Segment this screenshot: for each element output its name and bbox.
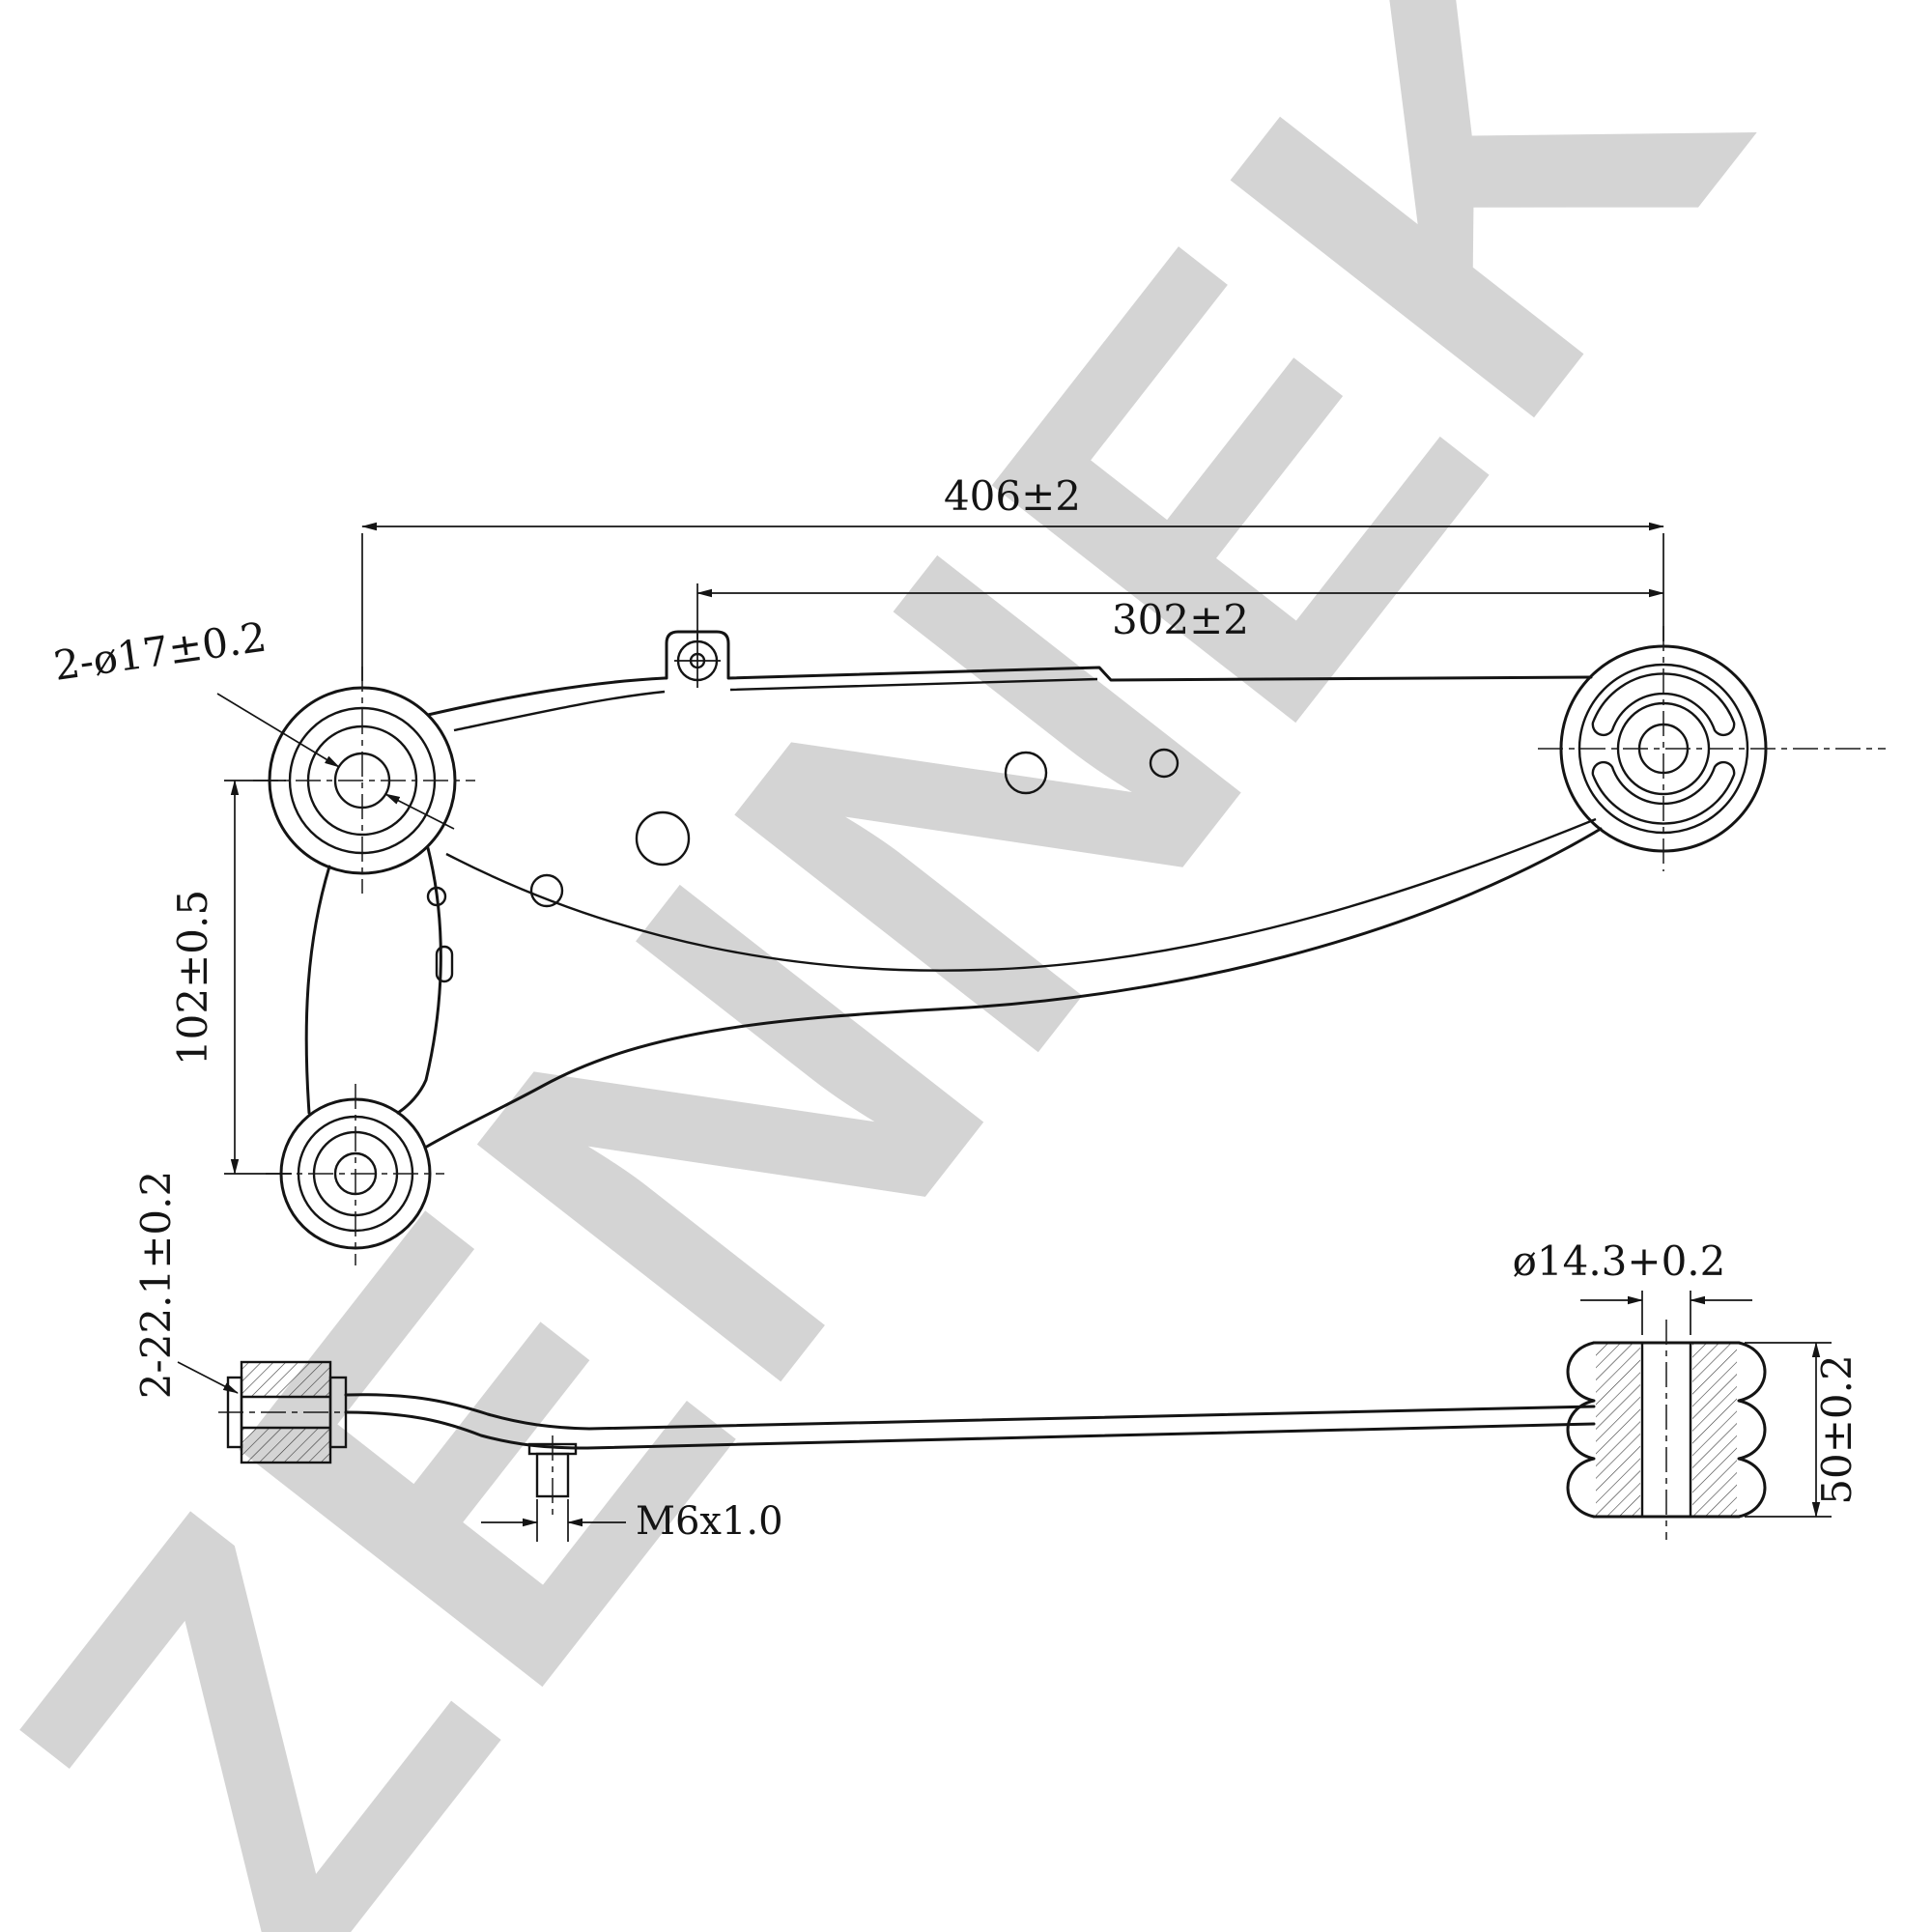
dim-overall-length-text: 406±2	[944, 472, 1081, 520]
dim-bushing-height-text: 50±0.2	[1813, 1354, 1861, 1504]
mounting-tab	[674, 634, 721, 688]
arm-hole-medium	[529, 873, 564, 908]
arm-inner-web-edge	[396, 846, 442, 1115]
watermark: ZENNEK	[0, 0, 1862, 1932]
arm-top-flange-line	[453, 677, 1098, 732]
dim-bushing-height: 50±0.2	[1745, 1342, 1861, 1518]
dim-mount-holes-text: 2-ø17±0.2	[51, 613, 270, 690]
arm-holes	[426, 748, 1179, 983]
dim-thread-text: M6x1.0	[636, 1499, 783, 1544]
dim-center-distance: 102±0.5	[169, 780, 292, 1175]
left-bushing-hatch-top	[242, 1363, 329, 1396]
right-bushing-hatch-right	[1692, 1344, 1737, 1516]
left-bushing-hatch-bottom	[242, 1429, 329, 1462]
arm-hole-small	[426, 886, 447, 907]
watermark-text: ZENNEK	[0, 0, 1862, 1932]
right-bushing-bottom-kidney-slot	[1591, 760, 1736, 825]
side-right-bushing-section	[1566, 1320, 1767, 1540]
dim-thread: M6x1.0	[481, 1499, 783, 1544]
arm-left-web-edge	[304, 865, 331, 1115]
right-bushing-ribs-left	[1566, 1341, 1596, 1519]
side-arm-top-edge	[344, 1393, 1596, 1431]
threaded-stud	[527, 1435, 578, 1517]
arm-top-edge-with-tab	[426, 630, 1593, 717]
side-left-bushing-section	[218, 1360, 367, 1464]
dim-overall-length: 406±2	[361, 472, 1664, 681]
dim-bushing-width-text: 2-22.1±0.2	[132, 1171, 180, 1399]
side-view-control-arm	[218, 1320, 1767, 1540]
dim-sleeve-bore-text: ø14.3+0.2	[1513, 1237, 1726, 1285]
dim-inner-span: 302±2	[696, 583, 1664, 643]
dim-mount-holes-leader	[216, 693, 340, 768]
arm-bottom-sweep-edge	[423, 827, 1603, 1150]
dim-sleeve-bore: ø14.3+0.2	[1513, 1237, 1752, 1335]
arm-stamped-inner-curve	[445, 817, 1597, 972]
dim-inner-span-text: 302±2	[1112, 596, 1249, 643]
arm-hole-large	[635, 810, 691, 867]
side-arm-bottom-edge	[344, 1410, 1596, 1450]
arm-hole-right-2	[1149, 748, 1179, 779]
right-bushing-ribs-right	[1737, 1341, 1767, 1519]
right-bushing-top-kidney-slot	[1591, 672, 1736, 737]
dim-bushing-width-leader	[177, 1361, 239, 1394]
right-bushing-hatch-left	[1596, 1344, 1640, 1516]
arm-hole-right-1	[1004, 751, 1048, 795]
dim-center-distance-text: 102±0.5	[169, 890, 216, 1065]
dim-mount-holes-counter-arrow	[384, 793, 455, 830]
dim-mount-holes: 2-ø17±0.2	[51, 613, 455, 830]
arm-slot-hole	[435, 945, 454, 983]
top-view-centerlines	[253, 626, 1886, 1265]
dim-bushing-width: 2-22.1±0.2	[132, 1171, 239, 1399]
